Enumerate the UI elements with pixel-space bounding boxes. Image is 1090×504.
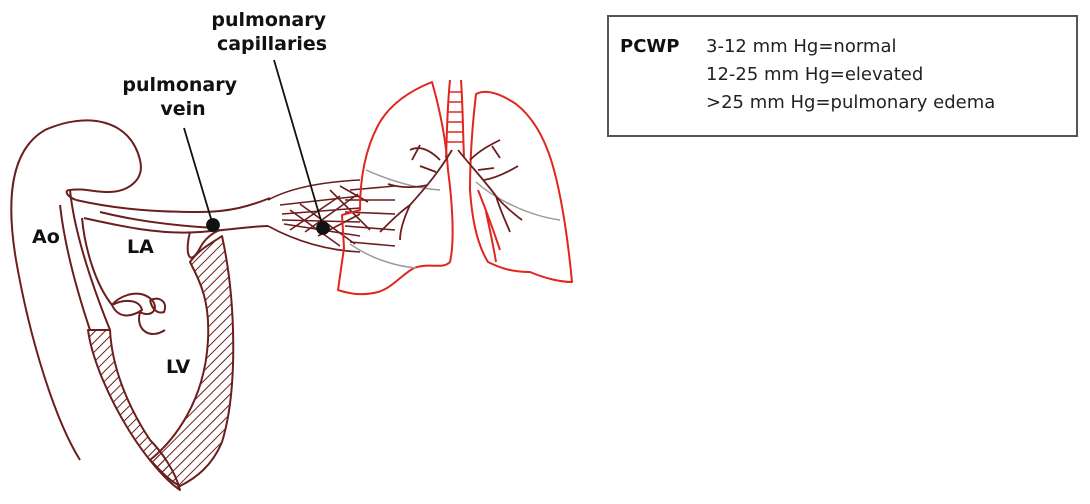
label-pulmonary-vein: pulmonary vein — [122, 74, 243, 120]
lung-right — [470, 92, 572, 282]
pulmonary-vein-pointer — [184, 128, 212, 222]
pcwp-title: PCWP — [620, 36, 679, 57]
pcwp-range-normal: 3-12 mm Hg=normal — [706, 36, 896, 57]
pulmonary-capillaries-dot — [317, 222, 329, 234]
label-la: LA — [127, 236, 154, 258]
septum — [88, 330, 180, 490]
pcwp-range-edema: >25 mm Hg=pulmonary edema — [706, 92, 995, 113]
heart — [11, 120, 270, 490]
pcwp-range-elevated: 12-25 mm Hg=elevated — [706, 64, 923, 85]
pulmonary-vein-vessel — [76, 198, 270, 212]
lv-wall — [150, 236, 233, 486]
label-ao: Ao — [32, 226, 60, 248]
pcwp-info-box: PCWP 3-12 mm Hg=normal 12-25 mm Hg=eleva… — [608, 16, 1077, 136]
label-lv: LV — [166, 356, 190, 378]
lung-left — [338, 82, 453, 294]
label-pulmonary-capillaries: pulmonary capillaries — [211, 9, 332, 55]
pulmonary-vein-dot — [207, 219, 219, 231]
mitral-valve — [112, 301, 142, 316]
pulmonary-capillaries-network — [268, 180, 395, 252]
pulmonary-capillaries-pointer — [274, 60, 322, 224]
lung-fissures — [350, 170, 560, 268]
aorta-wall — [60, 190, 110, 330]
